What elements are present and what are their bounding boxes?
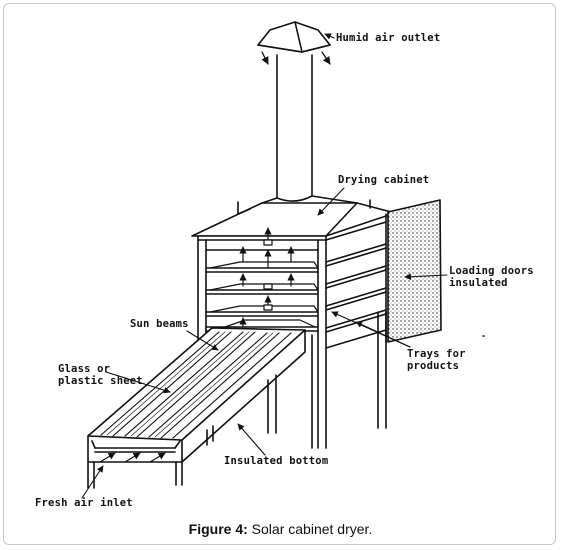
caption-text: Solar cabinet dryer. xyxy=(247,521,373,537)
tray-details xyxy=(209,261,319,328)
chimney xyxy=(276,54,313,202)
cabinet-side xyxy=(325,221,387,349)
cabinet-roof xyxy=(191,195,396,237)
cabinet-legs xyxy=(267,311,387,449)
label-drying-cabinet: Drying cabinet xyxy=(338,174,430,186)
label-insulated-bottom: Insulated bottom xyxy=(224,455,329,467)
chimney-cap xyxy=(257,21,331,53)
label-trays: Trays for products xyxy=(407,348,466,372)
collector-glazing xyxy=(100,331,292,439)
leader-lines xyxy=(81,33,448,499)
figure-caption: Figure 4: Solar cabinet dryer. xyxy=(0,521,561,537)
figure-frame xyxy=(3,3,556,545)
label-glass-sheet: Glass or plastic sheet xyxy=(58,363,143,387)
caption-prefix: Figure 4: xyxy=(188,521,248,537)
label-fresh-air-inlet: Fresh air inlet xyxy=(35,497,133,509)
label-humid-air-outlet: Humid air outlet xyxy=(336,32,441,44)
inlet-arrows xyxy=(99,452,166,463)
collector-legs xyxy=(87,425,214,489)
loading-door xyxy=(385,199,442,343)
label-sun-beams: Sun beams xyxy=(130,318,189,330)
airflow-arrows xyxy=(239,227,295,327)
label-loading-doors: Loading doors insulated xyxy=(449,265,534,289)
outlet-arrows xyxy=(261,51,331,65)
